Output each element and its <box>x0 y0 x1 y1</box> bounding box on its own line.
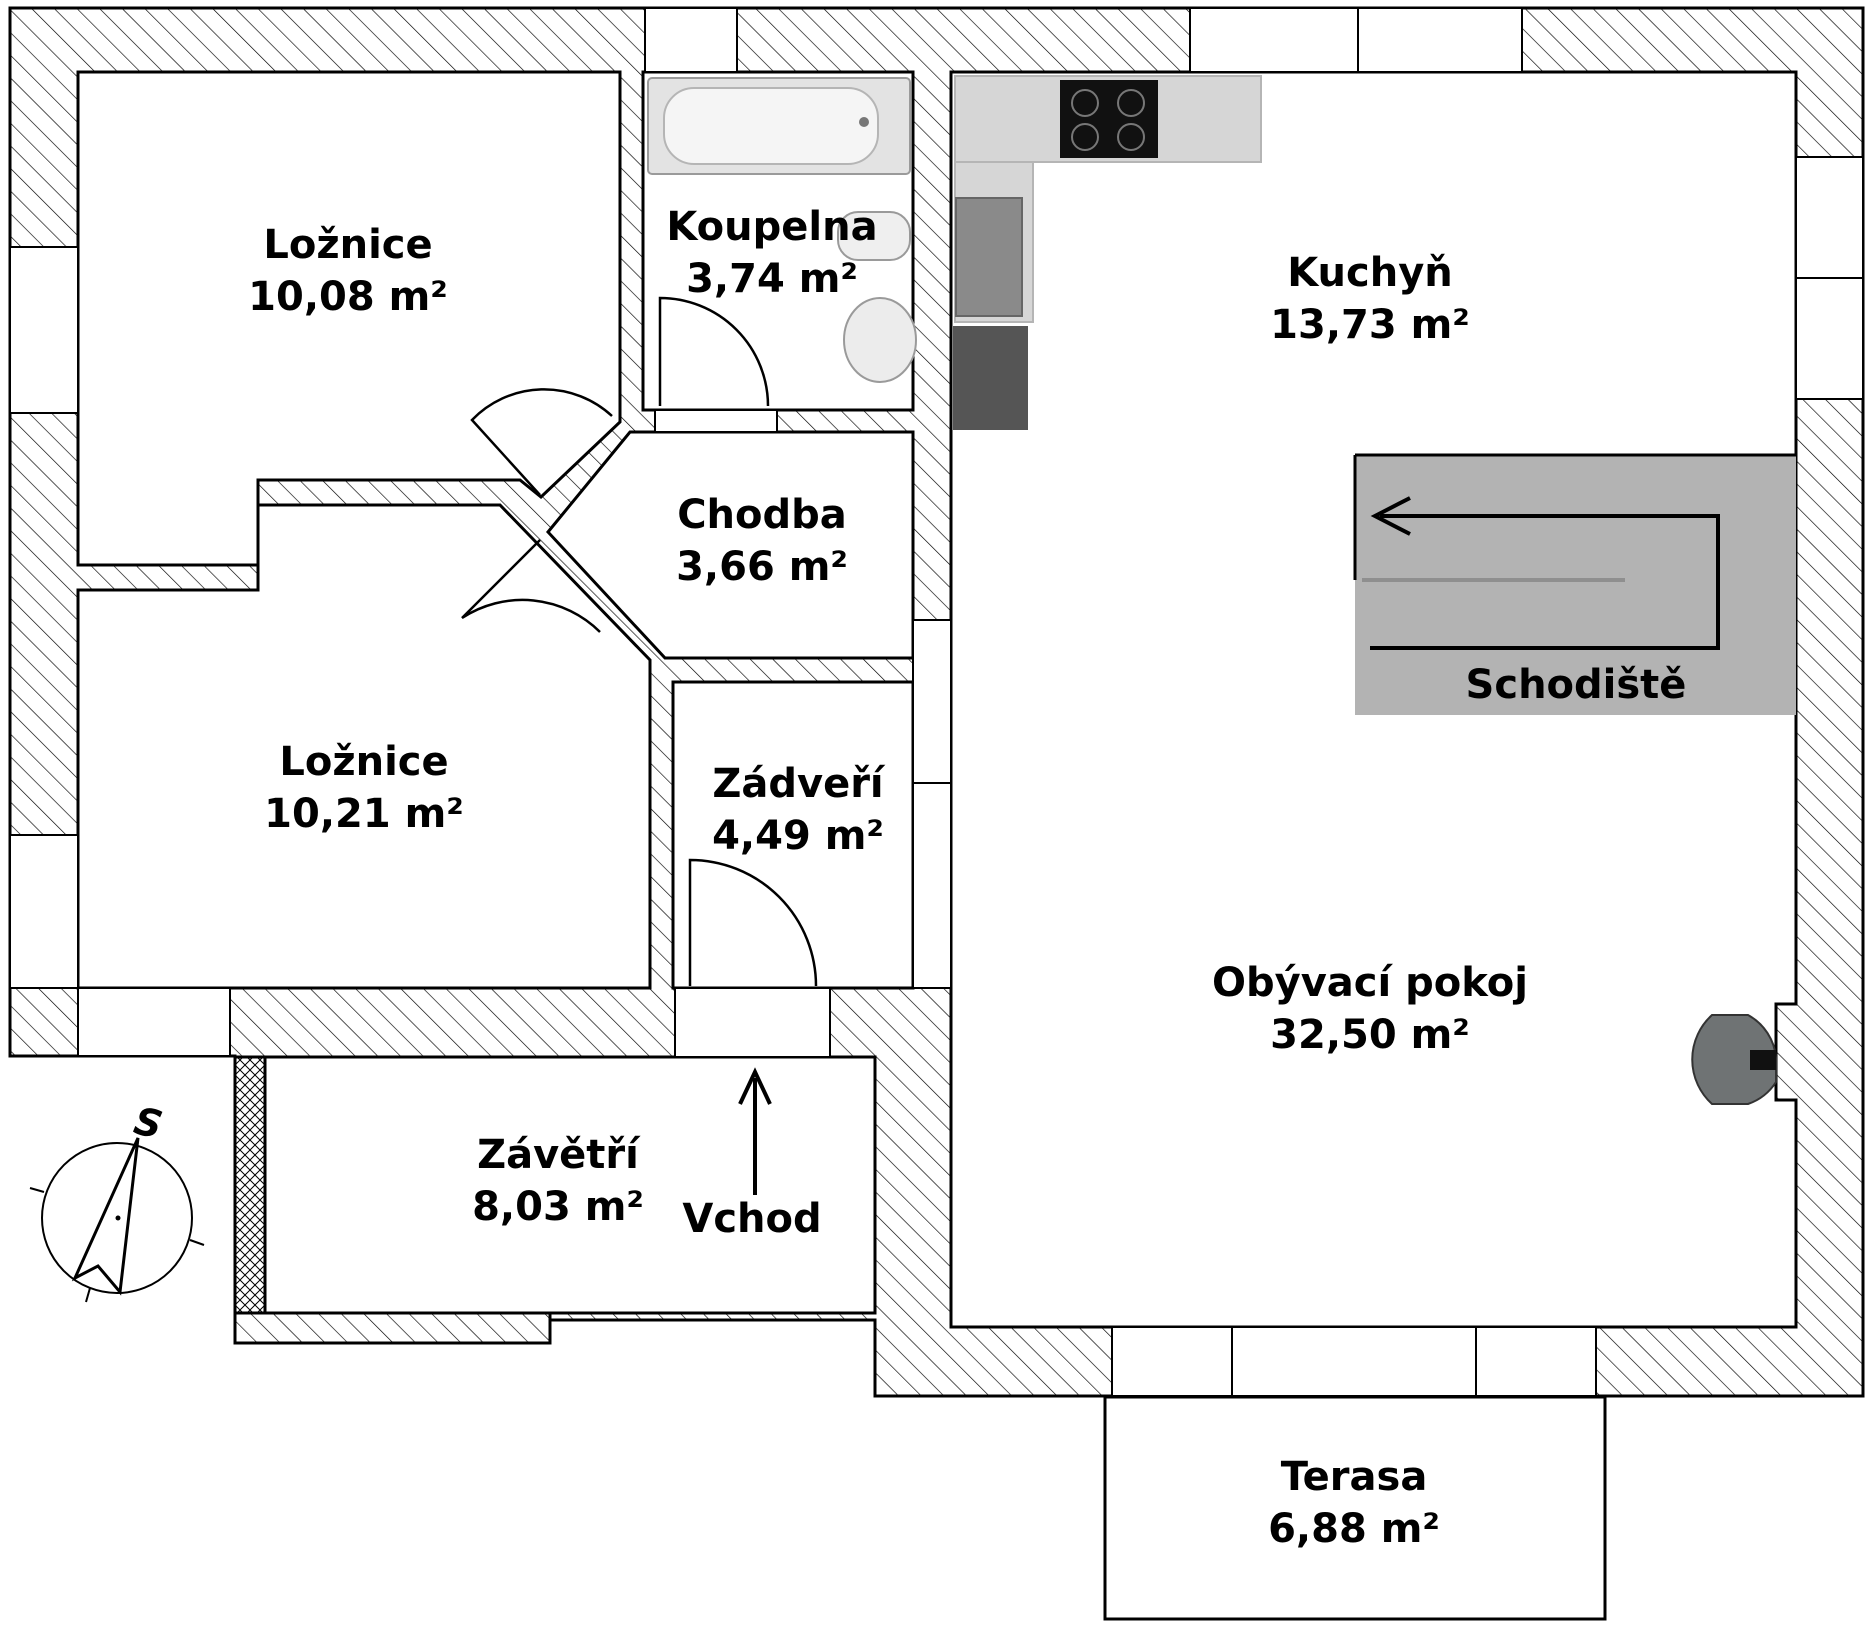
stairs-direction-arrow <box>1370 514 1720 650</box>
compass: S <box>29 1099 205 1303</box>
door-loznice-2 <box>461 539 601 633</box>
room-area-loznice-1: 10,08 m² <box>248 274 448 320</box>
window <box>912 782 952 989</box>
room-name-koupelna: Koupelna <box>666 204 877 250</box>
kitchen-fixtures <box>953 75 1262 430</box>
toilet <box>837 211 911 261</box>
doors <box>461 296 818 987</box>
fireplace-body <box>1691 1014 1777 1105</box>
room-area-loznice-2: 10,21 m² <box>264 791 464 837</box>
entrance-arrowhead-icon <box>738 1067 772 1105</box>
room-area-zadveri: 4,49 m² <box>712 813 884 859</box>
room-name-chodba: Chodba <box>677 492 847 538</box>
room-name-zavetri: Závětří <box>477 1132 641 1178</box>
window <box>1189 7 1359 73</box>
doorway-entrance <box>674 987 831 1058</box>
window <box>1795 277 1864 400</box>
zavetri-column-wall <box>233 1055 267 1315</box>
room-name-loznice-1: Ložnice <box>263 222 432 268</box>
room-name-kuchyn: Kuchyň <box>1287 250 1453 296</box>
window <box>1357 7 1523 73</box>
bathtub-drain <box>859 117 869 127</box>
window <box>1231 1326 1477 1397</box>
room-area-obyvaci: 32,50 m² <box>1270 1012 1470 1058</box>
room-name-terasa: Terasa <box>1281 1454 1428 1500</box>
room-chodba <box>546 430 915 660</box>
stairs-arrowhead-icon <box>1370 496 1411 536</box>
room-terasa <box>1103 1395 1607 1621</box>
fireplace <box>1691 1014 1777 1105</box>
window <box>1475 1326 1597 1397</box>
hob-icon <box>1071 89 1099 117</box>
hob-icon <box>1071 123 1099 151</box>
room-labels: Ložnice 10,08 m² Koupelna 3,74 m² Kuchyň… <box>248 204 1686 1552</box>
window <box>912 619 952 784</box>
room-area-zavetri: 8,03 m² <box>472 1184 644 1230</box>
zavetri-parapet-wall <box>233 1311 552 1345</box>
door-zadveri <box>688 858 818 987</box>
room-area-chodba: 3,66 m² <box>676 544 848 590</box>
staircase <box>1353 453 1796 715</box>
entrance-label: Vchod <box>682 1196 821 1242</box>
sink <box>955 197 1023 317</box>
windows <box>9 7 1864 1397</box>
window <box>644 7 738 73</box>
bathroom-fixtures <box>647 77 917 383</box>
compass-label: S <box>130 1099 166 1148</box>
door-loznice-1 <box>470 388 613 496</box>
bathtub-basin <box>663 87 879 165</box>
window <box>1795 156 1864 279</box>
stairs-area <box>1355 455 1796 715</box>
room-loznice-1 <box>76 70 622 567</box>
fireplace-flue <box>1750 1050 1776 1070</box>
room-name-obyvaci: Obývací pokoj <box>1212 960 1528 1006</box>
hob-icon <box>1117 89 1145 117</box>
room-area-koupelna: 3,74 m² <box>686 256 858 302</box>
washbasin <box>843 297 917 383</box>
room-name-zadveri: Zádveří <box>712 761 886 807</box>
window <box>9 246 79 414</box>
fridge <box>953 326 1028 430</box>
room-area-kuchyn: 13,73 m² <box>1270 302 1470 348</box>
stairs-label: Schodiště <box>1466 662 1687 708</box>
entrance-arrow <box>738 1067 772 1195</box>
hob-icon <box>1117 123 1145 151</box>
window <box>77 987 231 1057</box>
doorway-bath <box>654 409 778 433</box>
window <box>1111 1326 1233 1397</box>
compass-circle <box>41 1142 193 1294</box>
door-koupelna <box>658 296 770 407</box>
room-name-loznice-2: Ložnice <box>279 739 448 785</box>
window <box>9 834 79 989</box>
room-area-terasa: 6,88 m² <box>1268 1506 1440 1552</box>
